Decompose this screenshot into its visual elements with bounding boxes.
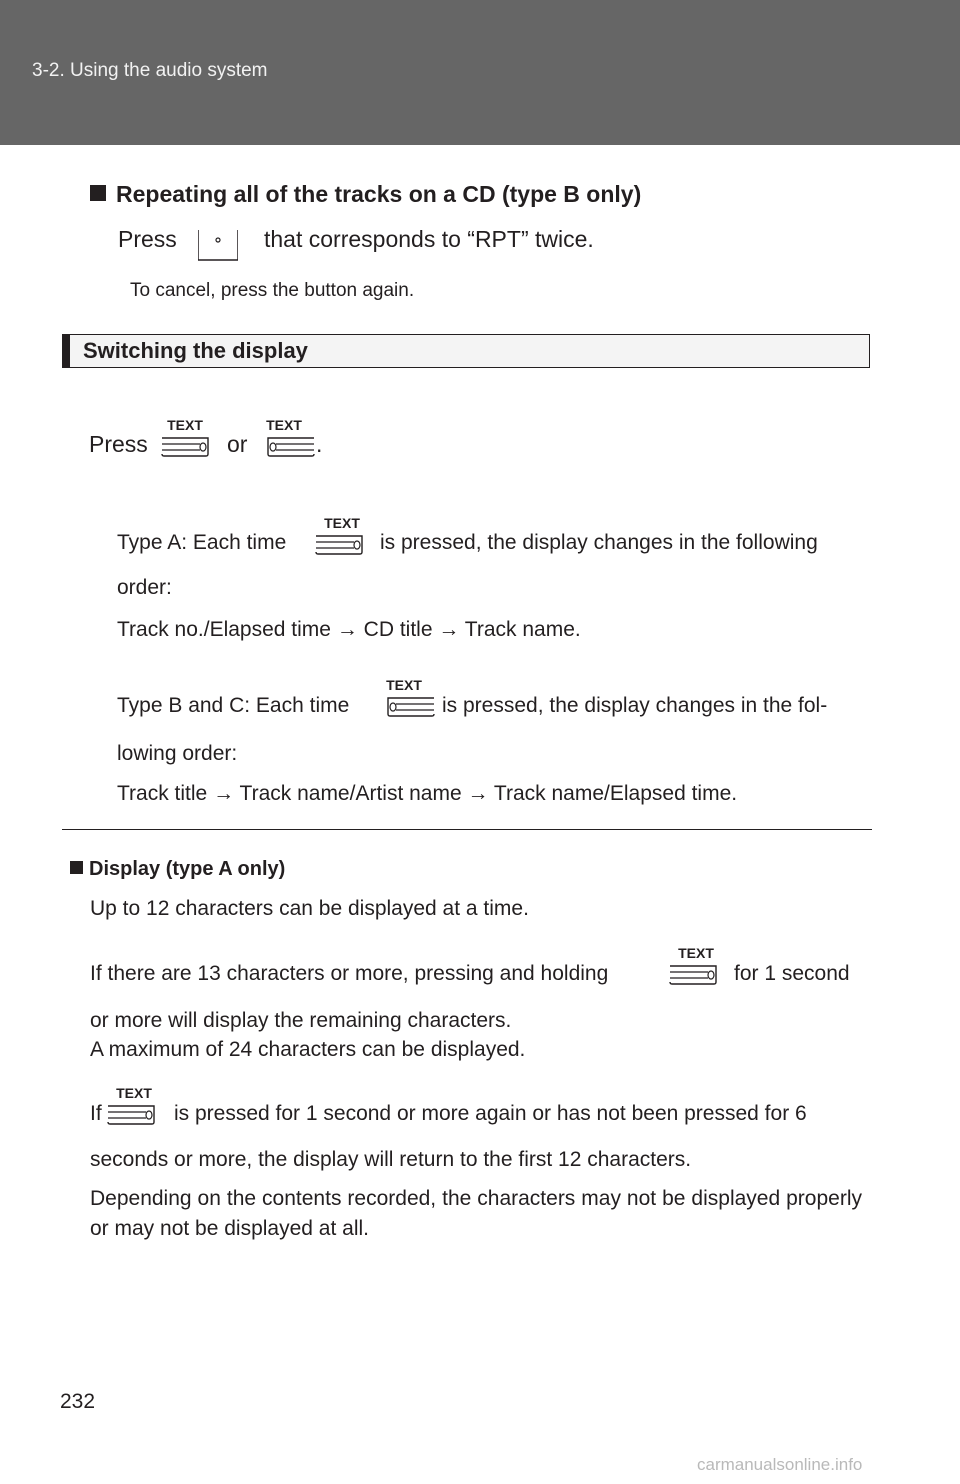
text-button-icon: TEXT (107, 1085, 155, 1125)
display-p2-line3: A maximum of 24 characters can be displa… (90, 1038, 526, 1061)
display-p2-after: for 1 second (734, 962, 850, 985)
preset-button-icon (198, 230, 238, 261)
type-a-after: is pressed, the display changes in the f… (380, 531, 818, 554)
text-icon-label: TEXT (116, 1085, 152, 1101)
type-bc-line2: lowing order: (117, 742, 238, 765)
type-a-line2: order: (117, 576, 172, 599)
page-number: 232 (60, 1390, 96, 1413)
section-accent (63, 335, 70, 367)
page-header-band: 3-2. Using the audio system (0, 0, 960, 145)
type-bc-sequence: Track title → Track name/Artist name → T… (117, 782, 738, 805)
display-p2-line2: or more will display the remaining chara… (90, 1009, 512, 1032)
section-title: Switching the display (83, 338, 308, 363)
display-p3-before: If (90, 1102, 102, 1125)
type-a-before: Type A: Each time (117, 531, 287, 554)
type-bc-before: Type B and C: Each time (117, 694, 350, 717)
text-icon-label: TEXT (386, 677, 422, 693)
display-heading: Display (type A only) (70, 858, 285, 881)
breadcrumb: 3-2. Using the audio system (32, 60, 268, 81)
text-button-icon: TEXT (315, 515, 363, 555)
text-button-icon: TEXT (669, 945, 717, 985)
repeat-heading: Repeating all of the tracks on a CD (typ… (90, 181, 641, 208)
display-p3-after: is pressed for 1 second or more again or… (174, 1102, 807, 1125)
display-heading-text: Display (type A only) (89, 858, 286, 880)
text-icon-label: TEXT (266, 417, 302, 433)
display-p2-before: If there are 13 characters or more, pres… (90, 962, 609, 985)
switch-or-word: or (227, 431, 248, 457)
square-bullet-icon (90, 185, 106, 201)
text-button-alt-icon: TEXT (386, 677, 435, 717)
switch-period: . (316, 431, 323, 457)
section-divider (62, 829, 872, 830)
cancel-note: To cancel, press the button again. (130, 280, 415, 301)
watermark: carmanualsonline.info (697, 1455, 863, 1474)
display-p3-line2: seconds or more, the display will return… (90, 1148, 692, 1171)
square-bullet-icon (70, 861, 83, 874)
repeat-heading-text: Repeating all of the tracks on a CD (typ… (116, 181, 642, 207)
text-icon-label: TEXT (678, 945, 714, 961)
text-button-alt-icon: TEXT (266, 417, 315, 457)
text-icon-label: TEXT (324, 515, 360, 531)
repeat-instruction: that corresponds to “RPT” twice. (264, 226, 594, 252)
section-title-bar: Switching the display (62, 334, 870, 368)
text-icon-label: TEXT (167, 417, 203, 433)
display-p4: Depending on the contents recorded, the … (90, 1187, 862, 1240)
repeat-press-word: Press (118, 226, 177, 252)
switch-press-word: Press (89, 431, 148, 457)
display-line1: Up to 12 characters can be displayed at … (90, 897, 529, 920)
type-a-sequence: Track no./Elapsed time → CD title → Trac… (117, 618, 581, 641)
text-button-icon: TEXT (161, 417, 209, 457)
type-bc-after: is pressed, the display changes in the f… (442, 694, 828, 717)
